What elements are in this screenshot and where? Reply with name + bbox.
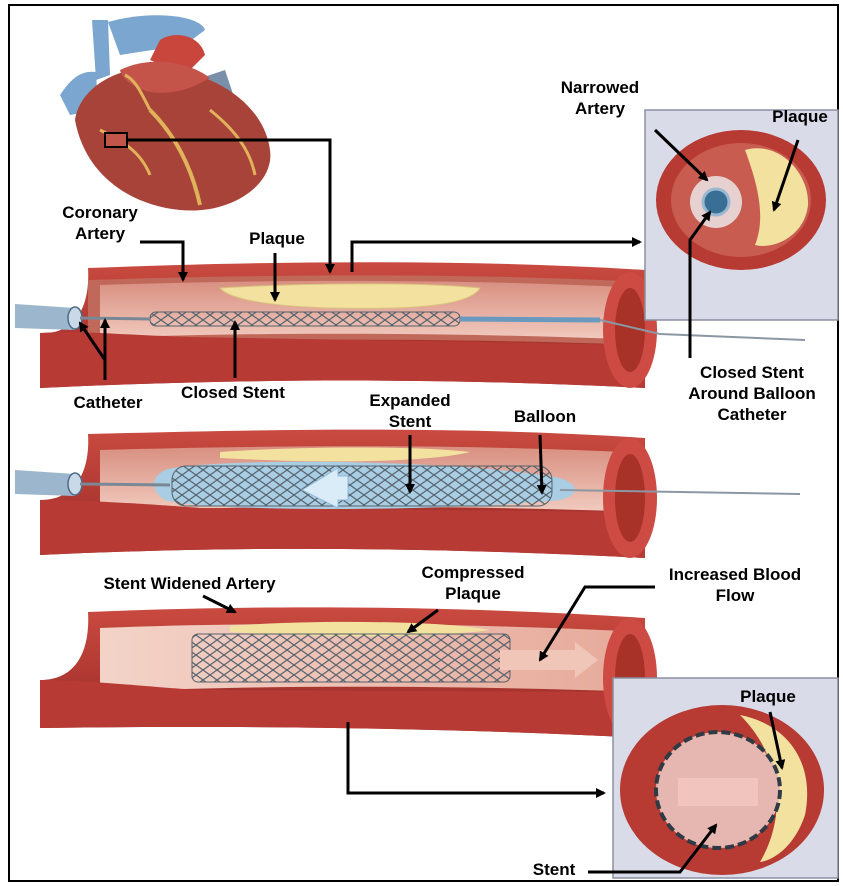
label-closed-stent: Closed Stent [168, 382, 298, 403]
label-coronary-artery-line2: Artery [50, 223, 150, 244]
inset-narrowed-artery [645, 110, 838, 320]
label-balloon: Balloon [500, 406, 590, 427]
label-closed-stent-around-line2: Around Balloon [672, 383, 832, 404]
label-plaque-inset-top: Plaque [765, 106, 835, 127]
label-narrowed-artery-line2: Artery [545, 98, 655, 119]
label-expanded-stent-line2: Stent [355, 411, 465, 432]
label-coronary-artery: Coronary Artery [50, 202, 150, 244]
label-compressed-plaque: Compressed Plaque [408, 562, 538, 604]
artery-stent-widened [40, 607, 657, 738]
label-coronary-artery-line1: Coronary [50, 202, 150, 223]
label-stent-widened-artery: Stent Widened Artery [82, 573, 297, 594]
label-closed-stent-around-line3: Catheter [672, 404, 832, 425]
label-closed-stent-around-balloon-catheter: Closed Stent Around Balloon Catheter [672, 362, 832, 425]
label-closed-stent-around-line1: Closed Stent [672, 362, 832, 383]
label-stent-inset-bottom: Stent [520, 859, 588, 880]
arrow-balloon [540, 435, 542, 493]
label-compressed-plaque-line2: Plaque [408, 583, 538, 604]
heart-zoom-box [105, 133, 127, 147]
label-expanded-stent-line1: Expanded [355, 390, 465, 411]
label-increased-blood-flow: Increased Blood Flow [650, 564, 820, 606]
label-increased-blood-flow-line1: Increased Blood [650, 564, 820, 585]
label-compressed-plaque-line1: Compressed [408, 562, 538, 583]
inset-stent-widened [613, 678, 838, 878]
label-increased-blood-flow-line2: Flow [650, 585, 820, 606]
label-plaque-inset-bottom: Plaque [733, 686, 803, 707]
label-narrowed-artery-line1: Narrowed [545, 77, 655, 98]
label-plaque-top: Plaque [242, 228, 312, 249]
label-catheter: Catheter [62, 392, 154, 413]
label-expanded-stent: Expanded Stent [355, 390, 465, 432]
label-narrowed-artery: Narrowed Artery [545, 77, 655, 119]
